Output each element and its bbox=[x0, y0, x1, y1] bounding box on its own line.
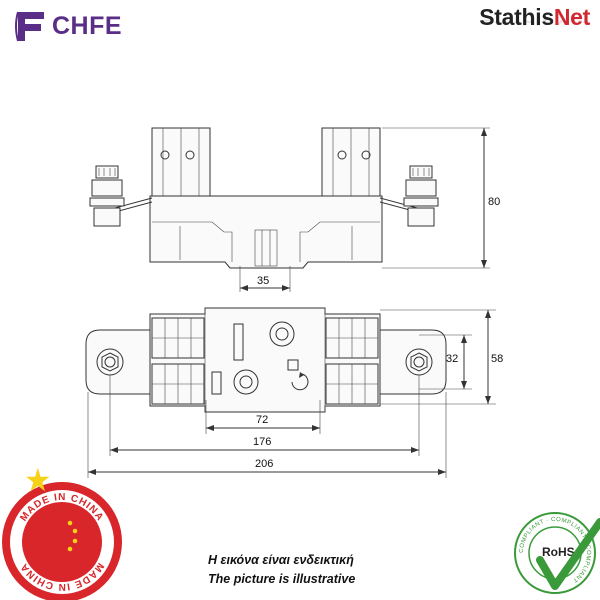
made-in-china-seal-icon: MADE IN CHINA MADE IN CHINA bbox=[2, 467, 122, 600]
stathis-word: Stathis bbox=[479, 4, 554, 30]
dim-mid-length-label: 176 bbox=[253, 436, 271, 448]
chfe-logo: CHFE bbox=[12, 6, 122, 46]
stathisnet-logo: StathisNet StathisNet bbox=[479, 4, 590, 42]
dim-slot-label: 35 bbox=[257, 275, 269, 287]
chfe-logo-icon bbox=[15, 11, 44, 42]
side-view bbox=[89, 127, 490, 292]
net-word: Net bbox=[553, 4, 590, 30]
dim-inner-length-label: 72 bbox=[256, 414, 268, 426]
rohs-seal-icon: COMPLIANT · COMPLIANT · COMPLIANT RoHS bbox=[514, 512, 600, 594]
rohs-label: RoHS bbox=[542, 545, 575, 559]
dim-hole-spacing-label: 32 bbox=[446, 353, 458, 365]
dim-width-label: 58 bbox=[491, 353, 503, 365]
top-view bbox=[85, 307, 496, 478]
caption-english: The picture is illustrative bbox=[208, 572, 356, 586]
dim-overall-length-label: 206 bbox=[255, 458, 273, 470]
chfe-brand-name: CHFE bbox=[52, 11, 123, 40]
dim-height-label: 80 bbox=[488, 196, 500, 208]
caption-greek: Η εικόνα είναι ενδεικτική bbox=[208, 553, 354, 567]
